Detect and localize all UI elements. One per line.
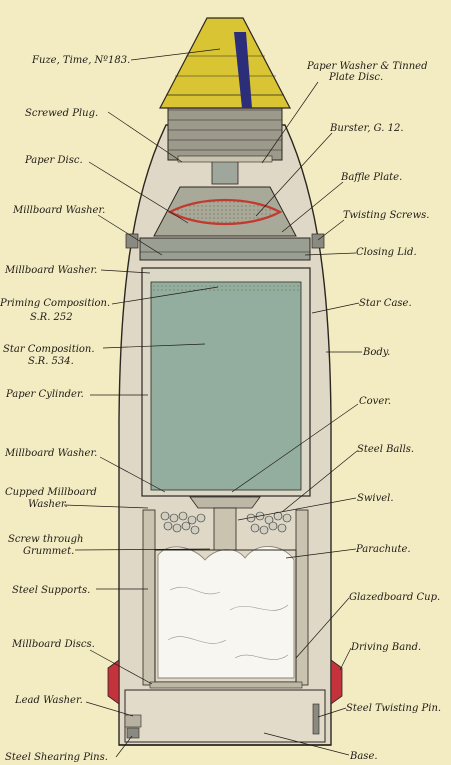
- label-star-composition-2: S.R. 534.: [28, 356, 74, 367]
- lead-washer: [124, 714, 142, 728]
- label-glazedboard-cup: Glazedboard Cup.: [349, 592, 440, 603]
- label-twisting-screws: Twisting Screws.: [343, 210, 429, 221]
- label-lead-washer: Lead Washer.: [14, 695, 83, 706]
- label-cover: Cover.: [359, 396, 391, 407]
- leader-glazedboard-cup: [295, 597, 350, 659]
- leader-steel-twisting-pin: [317, 707, 347, 718]
- leader-baffle-plate: [281, 181, 344, 233]
- label-body: Body.: [362, 347, 390, 358]
- label-millboard-discs: Millboard Discs.: [11, 639, 95, 650]
- label-priming-1: Priming Composition.: [0, 298, 110, 309]
- label-millboard-washer-2: Millboard Washer.: [4, 265, 97, 276]
- driving-band-left: [107, 659, 120, 705]
- base: [124, 689, 326, 743]
- label-parachute: Parachute.: [355, 544, 411, 555]
- label-steel-twisting-pin: Steel Twisting Pin.: [346, 703, 441, 714]
- cover: [189, 496, 261, 509]
- leader-parachute: [285, 548, 357, 559]
- leader-priming: [111, 286, 219, 305]
- steel-twisting-pin: [312, 703, 320, 735]
- label-swivel: Swivel.: [357, 493, 394, 504]
- label-paper-washer-1: Paper Washer & Tinned: [306, 61, 428, 72]
- steel-support-right: [295, 509, 309, 686]
- steel-shearing-pin: [126, 727, 140, 739]
- label-closing-lid: Closing Lid.: [356, 247, 417, 258]
- leader-cover: [231, 403, 359, 493]
- priming-composition: [151, 282, 301, 292]
- label-baffle-plate: Baffle Plate.: [340, 172, 402, 183]
- twisting-screw-right: [311, 233, 325, 249]
- leader-paper-washer: [261, 81, 319, 164]
- steel-balls: [160, 511, 292, 535]
- fuze-stem: [211, 159, 239, 185]
- label-paper-disc: Paper Disc.: [24, 155, 83, 166]
- label-paper-washer-2: Plate Disc.: [328, 72, 383, 83]
- leader-screwed-plug: [107, 111, 183, 163]
- leader-star-composition: [102, 343, 206, 349]
- leader-swivel: [237, 497, 357, 521]
- label-millboard-washer-3: Millboard Washer.: [4, 448, 97, 459]
- leader-steel-shearing-pins: [115, 735, 133, 758]
- leader-closing-lid: [304, 252, 357, 256]
- label-cupped-1: Cupped Millboard: [5, 487, 97, 498]
- screwed-plug-threads: [167, 99, 283, 161]
- burster-charge: [167, 198, 283, 226]
- label-burster: Burster, G. 12.: [329, 123, 404, 134]
- label-cupped-2: Washer.: [28, 499, 68, 510]
- star-composition: [150, 281, 302, 491]
- leader-fuze: [130, 48, 221, 61]
- label-priming-2: S.R. 252: [30, 312, 73, 323]
- millboard-discs: [149, 681, 303, 689]
- leader-millboard-washer-3: [99, 456, 166, 493]
- steel-support-left: [142, 509, 156, 686]
- label-steel-supports: Steel Supports.: [12, 585, 90, 596]
- leader-millboard-washer-2: [100, 269, 151, 274]
- leader-twisting-screws: [317, 219, 345, 241]
- label-millboard-washer-1: Millboard Washer.: [12, 205, 105, 216]
- leader-cupped: [63, 504, 149, 509]
- label-driving-band: Driving Band.: [350, 642, 421, 653]
- label-base: Base.: [349, 751, 378, 762]
- label-paper-cylinder: Paper Cylinder.: [5, 389, 84, 400]
- leader-paper-disc: [88, 161, 189, 224]
- leader-lead-washer: [85, 701, 134, 717]
- swivel: [213, 507, 237, 551]
- leader-star-case: [311, 302, 360, 314]
- label-steel-shearing-pins: Steel Shearing Pins.: [5, 752, 108, 763]
- closing-lid: [139, 237, 311, 261]
- leader-burster: [255, 132, 333, 217]
- label-star-composition-1: Star Composition.: [3, 344, 95, 355]
- leader-millboard-discs: [89, 649, 153, 685]
- fuze: [159, 17, 291, 109]
- leader-driving-band: [339, 647, 352, 671]
- label-star-case: Star Case.: [359, 298, 412, 309]
- parachute: [157, 546, 295, 679]
- leader-millboard-washer-1: [97, 214, 163, 256]
- label-screw-grummet-2: Grummet.: [23, 546, 74, 557]
- label-steel-balls: Steel Balls.: [357, 444, 414, 455]
- twisting-screw-left: [125, 233, 139, 249]
- label-screwed-plug: Screwed Plug.: [25, 108, 98, 119]
- driving-band-right: [330, 659, 343, 705]
- leader-base: [263, 732, 350, 756]
- label-fuze: Fuze, Time, Nº183.: [31, 55, 130, 66]
- leader-steel-balls: [281, 450, 358, 513]
- label-screw-grummet-1: Screw through: [8, 534, 83, 545]
- parachute-folds: [167, 586, 289, 660]
- leader-screw-grummet: [74, 548, 211, 551]
- paper-washer-tinned-plate: [177, 155, 273, 163]
